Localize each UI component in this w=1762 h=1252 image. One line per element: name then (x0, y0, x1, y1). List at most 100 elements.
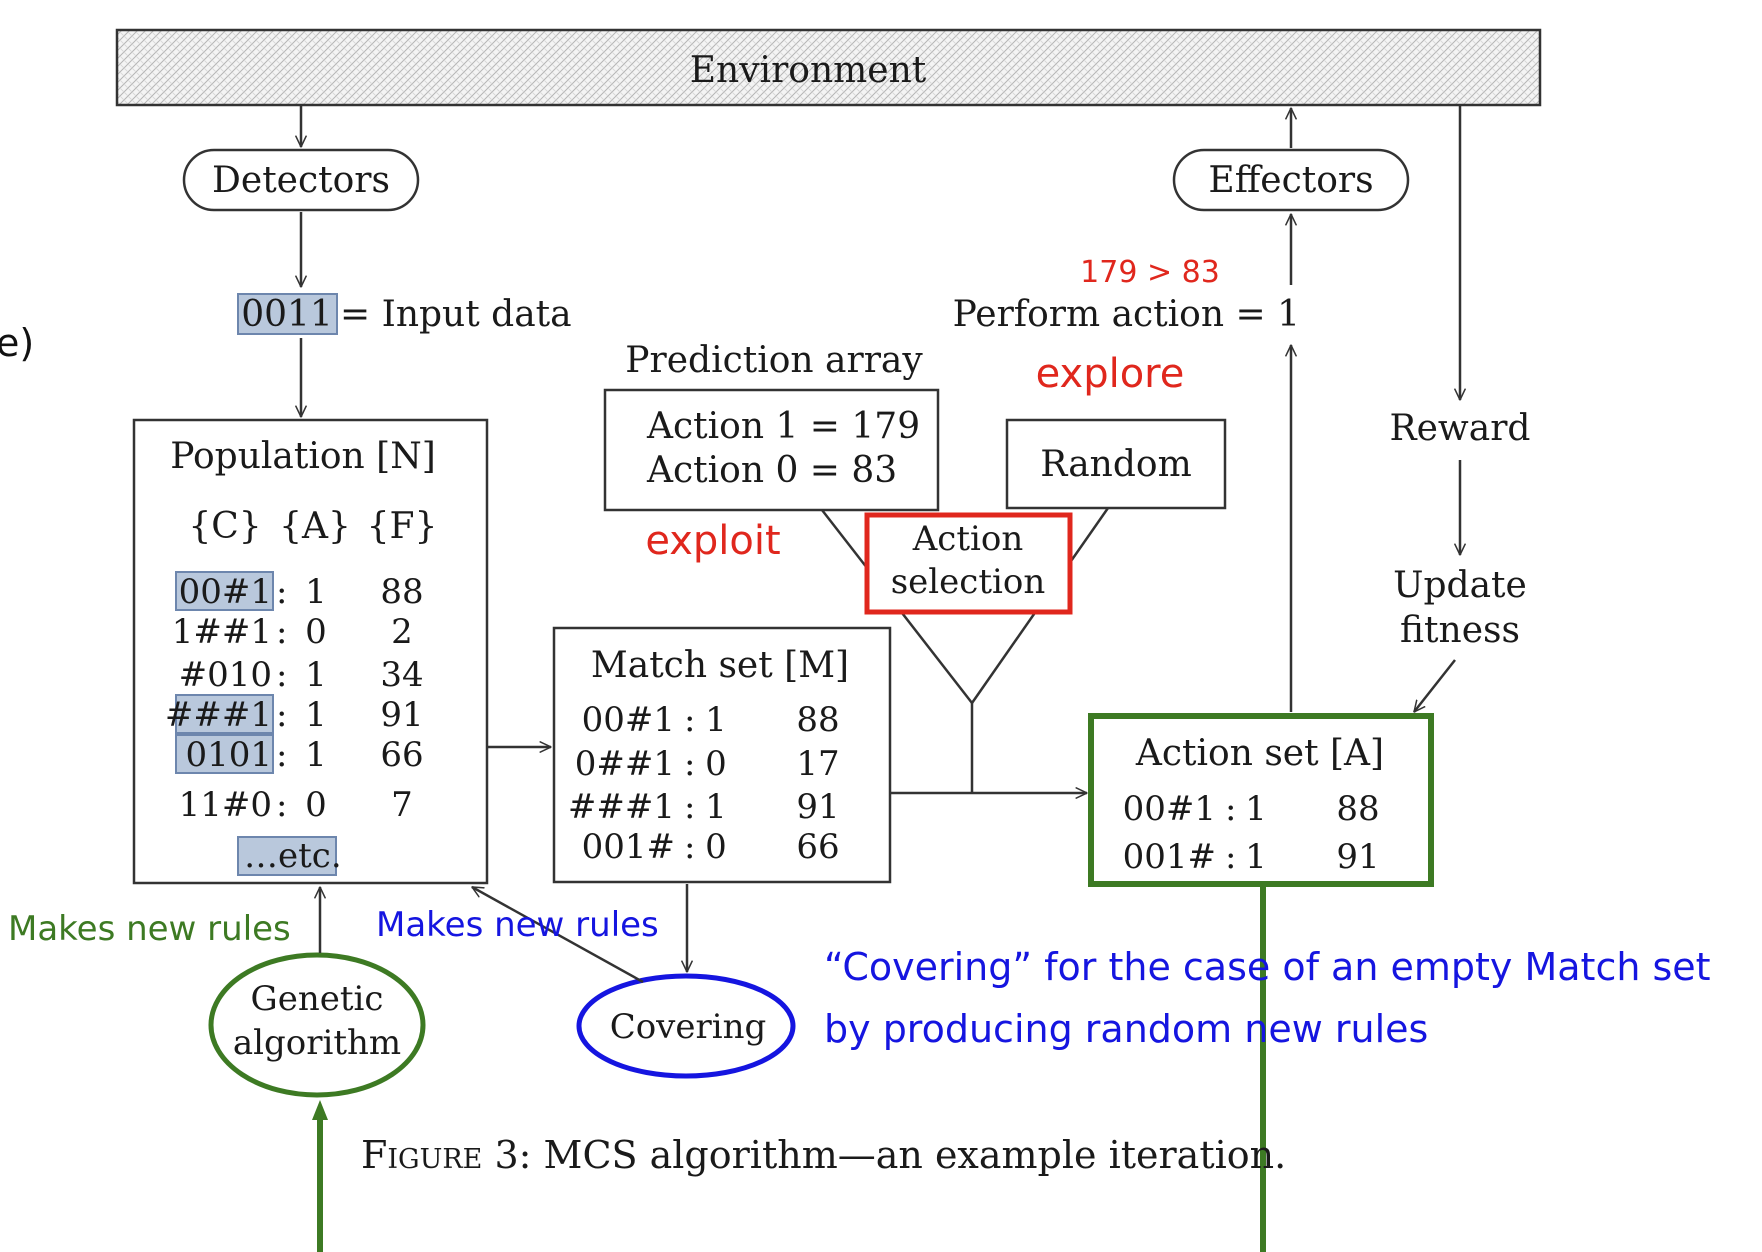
population-cell-f: 66 (380, 735, 423, 775)
population-colon: : (276, 612, 287, 652)
population-cell-f: 2 (391, 612, 413, 652)
update-fitness-line-2: fitness (1400, 610, 1520, 651)
action-set-row: 001# : 1 91 (1123, 837, 1380, 877)
population-colon: : (276, 785, 287, 825)
match-cell-f: 88 (796, 700, 839, 740)
figure-caption-text: MCS algorithm—an example iteration. (531, 1133, 1286, 1177)
population-etc-highlight (237, 836, 337, 876)
population-row: 0101 : 1 66 (185, 735, 423, 775)
input-bits-highlight (237, 293, 338, 335)
population-cell-c: 1##1 (172, 612, 272, 652)
match-colon: : (684, 827, 695, 867)
detectors-label: Detectors (212, 160, 390, 201)
environment-bar: Environment (115, 28, 1542, 107)
comparison-note: 179 > 83 (1080, 255, 1220, 290)
explore-label: explore (1036, 351, 1185, 397)
arrow-update-to-action-set (1414, 659, 1456, 712)
action-selection-line-1: Action (912, 519, 1024, 559)
connectors (301, 106, 1460, 984)
action-cell-f: 91 (1336, 837, 1379, 877)
match-cell-c: 00#1 (582, 700, 675, 740)
match-set-row: 001# : 0 66 (582, 827, 840, 867)
action-set-box: Action set [A] 00#1 : 1 88 001# : 1 91 (1088, 713, 1434, 887)
match-cell-c: 001# (582, 827, 675, 867)
random-box: Random (1005, 418, 1227, 510)
prediction-line-1: Action 1 = 179 (646, 406, 920, 447)
match-cell-a: 1 (705, 700, 727, 740)
action-set-row: 00#1 : 1 88 (1123, 789, 1380, 829)
detectors-node: Detectors (182, 148, 420, 212)
population-cell-a: 0 (305, 785, 327, 825)
left-edge-fragment: e) (0, 321, 34, 365)
prediction-array-title: Prediction array (625, 340, 923, 381)
population-cell-a: 1 (305, 572, 327, 612)
prediction-line-2: Action 0 = 83 (646, 450, 897, 491)
input-bits: 0011 (241, 294, 333, 335)
population-row: 00#1 : 1 88 (179, 572, 424, 612)
covering-note-line-1: “Covering” for the case of an empty Matc… (824, 945, 1711, 989)
population-cell-f: 88 (380, 572, 423, 612)
match-colon: : (684, 700, 695, 740)
population-row: #010 : 1 34 (179, 655, 424, 695)
population-colon: : (276, 695, 287, 735)
population-cell-c: #010 (179, 655, 272, 695)
perform-action-label: Perform action = 1 (953, 294, 1300, 335)
population-etc: …etc. (244, 836, 342, 876)
action-cell-a: 1 (1245, 837, 1267, 877)
match-cell-a: 0 (705, 827, 727, 867)
match-cell-a: 0 (705, 744, 727, 784)
reward-label: Reward (1390, 408, 1531, 449)
genetic-algorithm-node: Genetic algorithm (208, 952, 426, 1098)
genetic-algorithm-line-2: algorithm (233, 1023, 401, 1063)
action-selection-line-2: selection (891, 562, 1046, 602)
population-cell-c: 0101 (185, 735, 272, 775)
population-cell-c: 11#0 (179, 785, 272, 825)
population-header-c: {C} (188, 506, 261, 547)
input-data-label: = Input data (340, 294, 572, 335)
population-colon: : (276, 572, 287, 612)
population-cell-a: 1 (305, 695, 327, 735)
covering-label: Covering (610, 1007, 767, 1047)
population-row: 1##1 : 0 2 (172, 612, 413, 652)
population-header-f: {F} (367, 506, 438, 547)
effectors-node: Effectors (1172, 148, 1410, 212)
population-title: Population [N] (170, 436, 436, 477)
covering-node: Covering (576, 973, 796, 1079)
match-set-row: ###1 : 1 91 (568, 787, 840, 827)
population-box: Population [N] {C} {A} {F} 00#1 : 1 88 1… (132, 418, 489, 885)
population-cell-a: 1 (305, 655, 327, 695)
figure-caption-prefix: Figure 3: (361, 1133, 531, 1177)
population-row-4-highlight (175, 694, 274, 734)
action-selection-box: Action selection (864, 512, 1073, 615)
ga-feedback-loop (312, 887, 1266, 1252)
match-cell-c: 0##1 (575, 744, 675, 784)
match-cell-f: 91 (796, 787, 839, 827)
arrow-covering-to-population (472, 885, 644, 984)
population-colon: : (276, 655, 287, 695)
match-colon: : (684, 744, 695, 784)
update-fitness-line-1: Update (1393, 565, 1527, 606)
population-cell-a: 0 (305, 612, 327, 652)
population-row-1-highlight (175, 571, 274, 611)
match-cell-f: 66 (796, 827, 839, 867)
match-set-row: 0##1 : 0 17 (575, 744, 840, 784)
action-set-title: Action set [A] (1135, 733, 1384, 774)
match-set-title: Match set [M] (591, 645, 849, 686)
action-colon: : (1225, 837, 1236, 877)
population-row: 11#0 : 0 7 (179, 785, 413, 825)
match-set-box: Match set [M] 00#1 : 1 88 0##1 : 0 17 ##… (552, 626, 892, 884)
action-cell-c: 001# (1123, 837, 1216, 877)
match-colon: : (684, 787, 695, 827)
environment-label: Environment (690, 50, 927, 91)
random-label: Random (1040, 444, 1191, 485)
covering-note-line-2: by producing random new rules (824, 1007, 1428, 1051)
figure-caption: Figure 3: MCS algorithm—an example itera… (361, 1133, 1286, 1177)
population-cell-c: ###1 (165, 695, 272, 735)
action-cell-c: 00#1 (1123, 789, 1216, 829)
action-cell-a: 1 (1245, 789, 1267, 829)
match-cell-f: 17 (796, 744, 839, 784)
population-cell-f: 91 (380, 695, 423, 735)
covering-makes-new-rules: Makes new rules (376, 905, 659, 945)
match-set-row: 00#1 : 1 88 (582, 700, 840, 740)
